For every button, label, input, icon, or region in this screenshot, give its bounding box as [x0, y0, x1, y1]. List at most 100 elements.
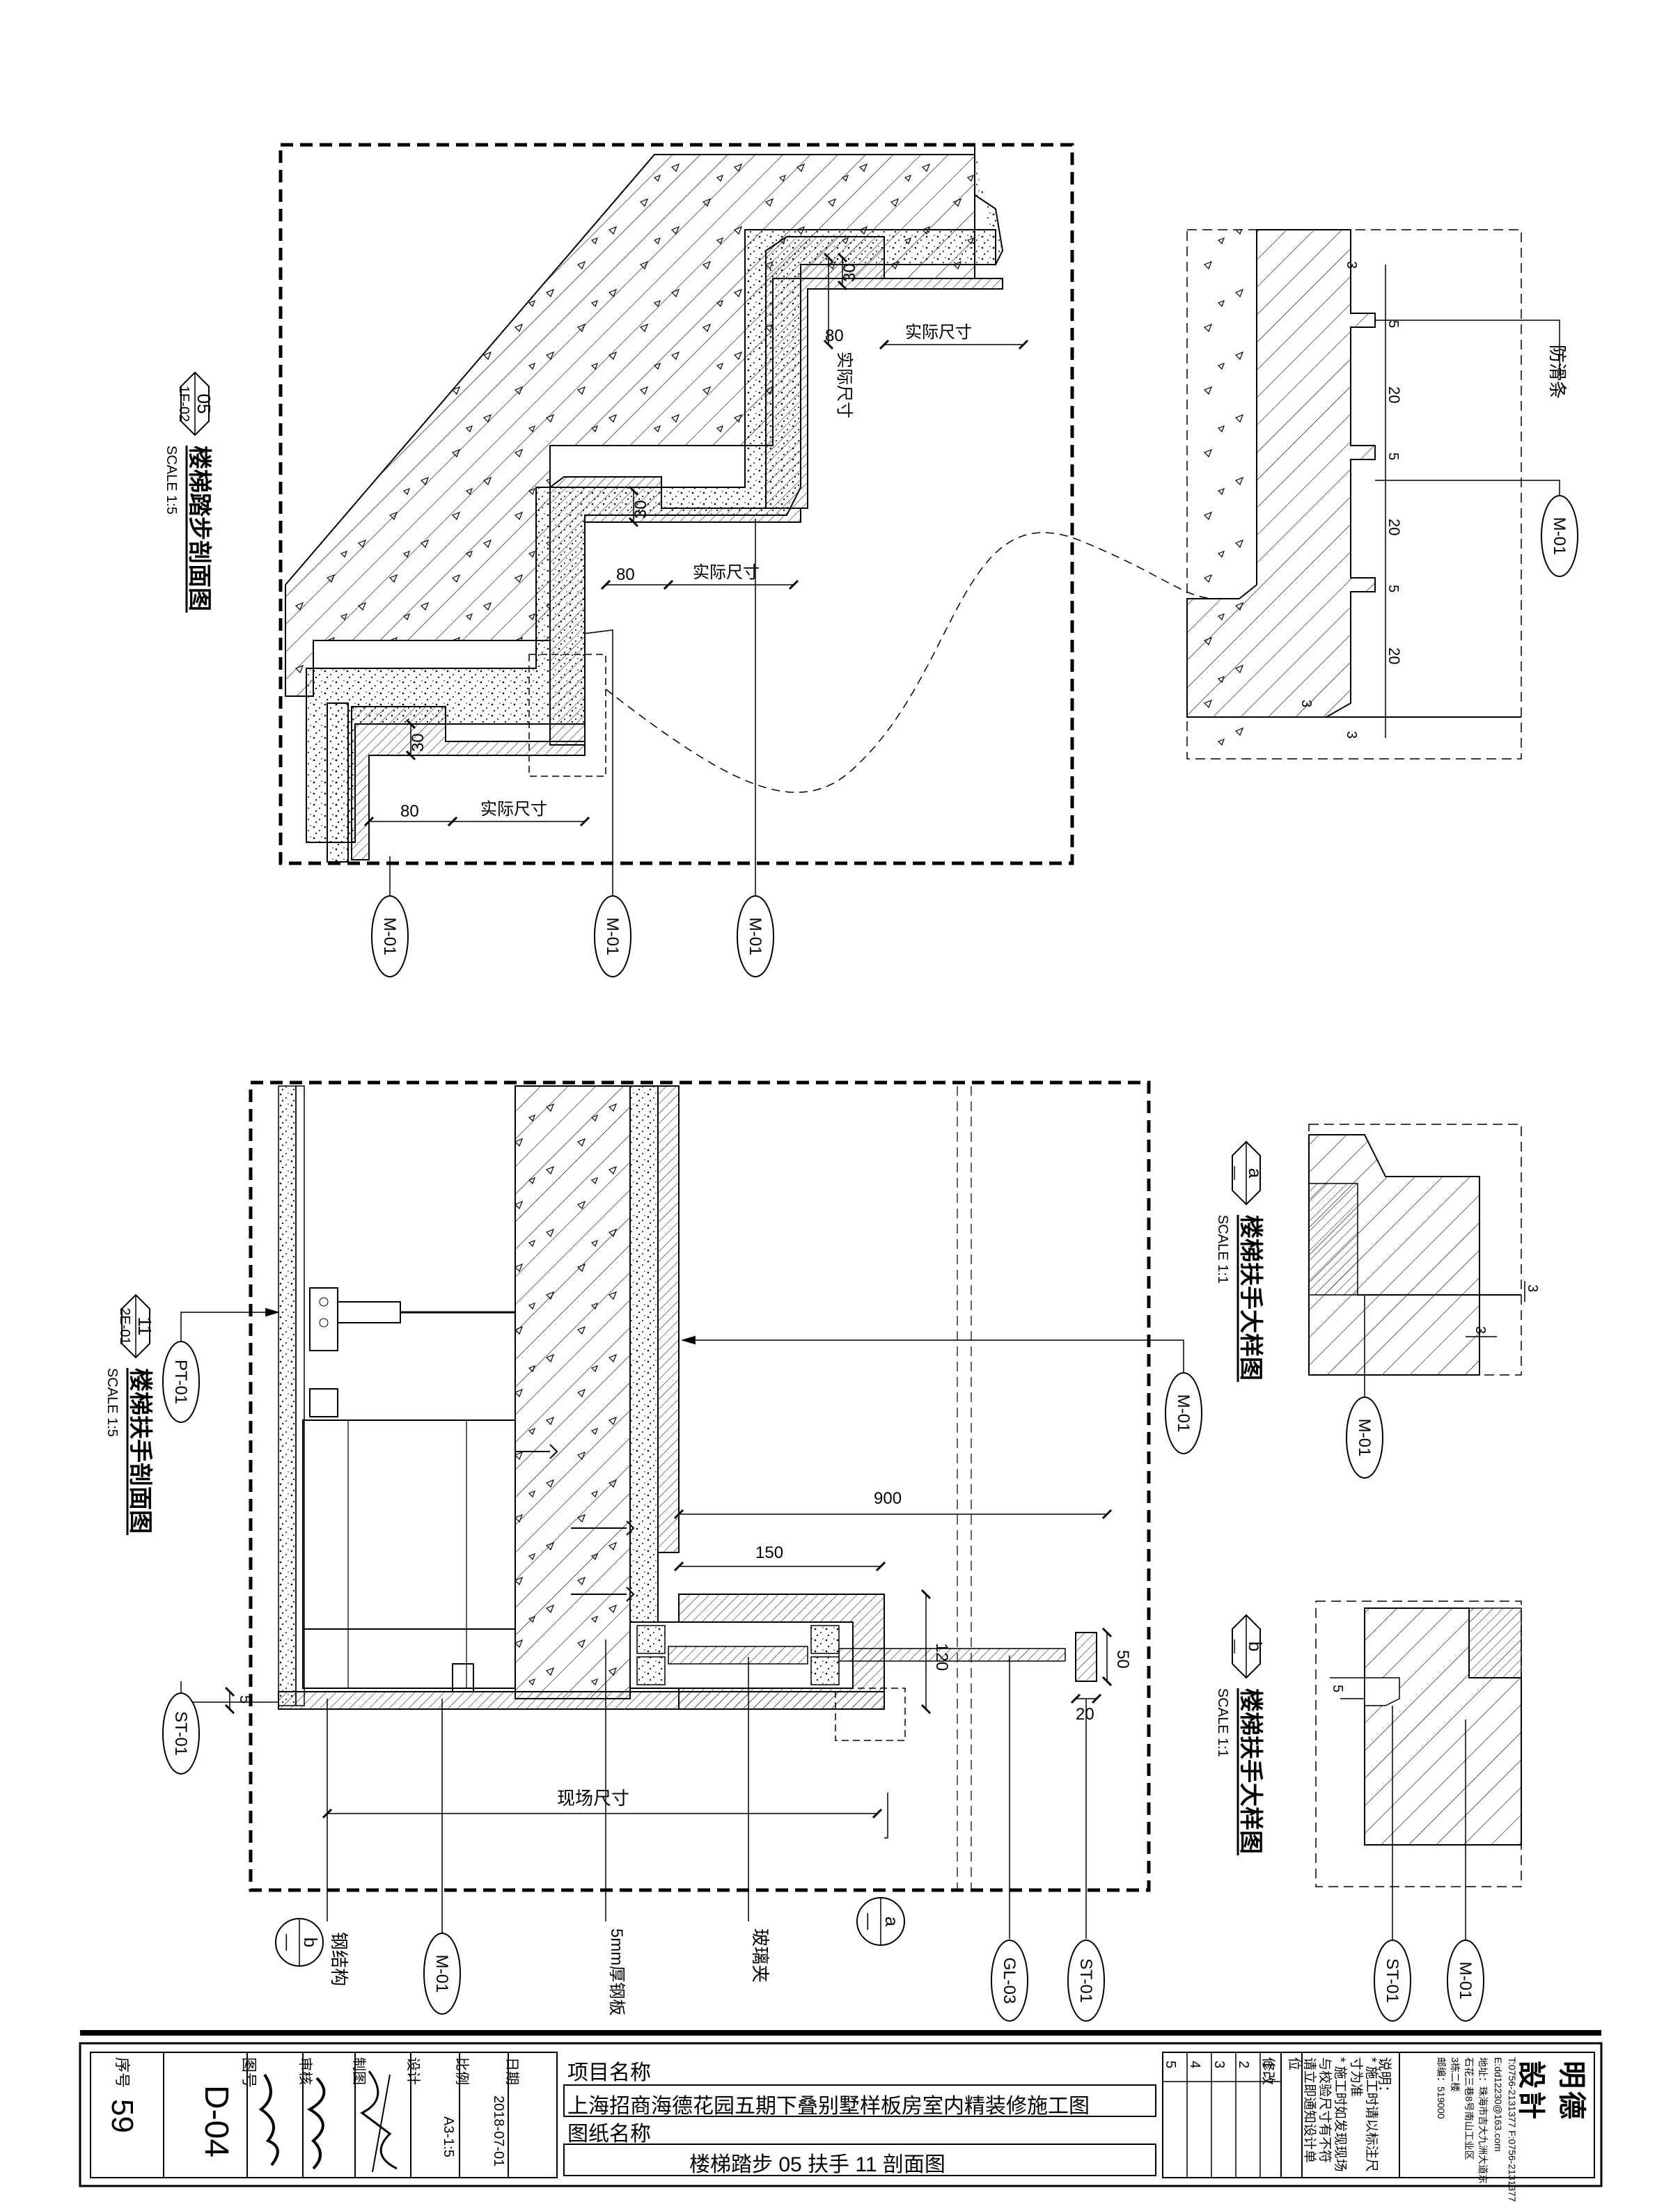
revision-1: 1: [1260, 2061, 1275, 2069]
stone-tread-middle: [549, 476, 801, 746]
detail-11-title-tag: 11 2E-01 楼梯扶手剖面图 SCALE 1:5: [104, 1293, 155, 1535]
svg-text:20: 20: [1385, 386, 1403, 403]
detail-05-frame: [278, 143, 1074, 865]
svg-text:M-01: M-01: [380, 918, 399, 956]
label-glass-clip: 玻璃夹: [750, 1928, 771, 1983]
detail-05-title-tag: 05 1F-02 楼梯踏步剖面图 SCALE 1:5: [164, 371, 214, 613]
svg-text:—: —: [278, 1934, 297, 1951]
dim-actual-lower: 实际尺寸: [480, 800, 547, 819]
revision-5: 5: [1163, 2061, 1178, 2069]
svg-text:3: 3: [1344, 731, 1359, 739]
company-contact-2: E:dd12230@163.com: [1493, 2057, 1504, 2152]
section-marker-a: a —: [856, 1897, 905, 1946]
svg-text:—: —: [1227, 1166, 1243, 1180]
callout-pt01: PT-01: [162, 1341, 200, 1423]
seq-label: 序号: [113, 2057, 131, 2089]
label-steel-structure: 钢结构: [329, 1932, 350, 1986]
company-contact-1: T:0756-2131377 F:0756-2131377: [1507, 2057, 1518, 2202]
svg-text:SCALE 1:5: SCALE 1:5: [164, 446, 179, 514]
dim-30-lower: 30: [409, 733, 427, 752]
dim-actual-middle: 实际尺寸: [693, 563, 760, 582]
date-value: 2018-07-01: [491, 2095, 506, 2167]
sheet-label: 图号: [240, 2057, 258, 2089]
revision-2: 2: [1236, 2061, 1251, 2069]
svg-text:3: 3: [1473, 1326, 1488, 1334]
dim-30-middle: 30: [631, 500, 650, 519]
callout-m01-a: M-01: [371, 895, 409, 977]
svg-text:ST-01: ST-01: [1076, 1958, 1095, 2003]
svg-text:—: —: [1227, 1639, 1243, 1653]
drawing-name: 楼梯踏步 05 扶手 11 剖面图: [689, 2153, 945, 2176]
svg-text:2E-01: 2E-01: [117, 1307, 132, 1344]
svg-text:b: b: [1245, 1642, 1266, 1651]
revision-4: 4: [1187, 2061, 1202, 2069]
title-block: [79, 2030, 1603, 2187]
dim-120: 120: [932, 1643, 951, 1671]
dim-5: 5: [237, 1695, 254, 1704]
dim-80-middle: 80: [616, 565, 635, 584]
dim-80-lower: 80: [400, 802, 419, 821]
svg-text:SCALE 1:1: SCALE 1:1: [1215, 1688, 1230, 1757]
svg-text:20: 20: [1385, 519, 1403, 535]
detail-a: 3 3 M-01 a — 楼梯扶手大样图 SCALE 1:1: [1215, 1124, 1540, 1479]
callout-m01-wall: M-01: [1165, 1372, 1202, 1454]
date-label: 日期: [504, 2057, 519, 2085]
svg-text:M-01: M-01: [603, 918, 622, 956]
svg-text:3: 3: [1298, 700, 1314, 707]
svg-text:11: 11: [134, 1317, 155, 1336]
svg-text:楼梯扶手大样图: 楼梯扶手大样图: [1237, 1688, 1264, 1854]
svg-text:3: 3: [1344, 261, 1359, 269]
review-label: 审核: [297, 2057, 313, 2085]
svg-text:ST-01: ST-01: [171, 1711, 190, 1756]
svg-text:楼梯扶手大样图: 楼梯扶手大样图: [1237, 1215, 1264, 1381]
detail-05-stair-section: 30 80 实际尺寸 实际尺寸 30 80 实际尺寸 30 80 实际尺寸 M-…: [164, 143, 1219, 977]
note-1: * 施工时请以标注尺寸为准: [1349, 2057, 1379, 2172]
note-2: * 施工时如发现现场与校验尺寸有不符请立即通知设计单位: [1287, 2057, 1347, 2172]
svg-text:5: 5: [1385, 320, 1401, 328]
label-steel-plate: 5mm厚钢板: [607, 1928, 626, 2015]
company-contact-4: 石花三巷8号南山工业区: [1463, 2057, 1475, 2160]
svg-text:SCALE 1:1: SCALE 1:1: [1215, 1215, 1230, 1284]
callout-m01-c: M-01: [737, 895, 774, 977]
callout-b-st01: ST-01: [1374, 1940, 1411, 2022]
svg-text:5: 5: [1385, 585, 1401, 592]
svg-text:5: 5: [1330, 1685, 1345, 1692]
svg-text:ST-01: ST-01: [1383, 1958, 1402, 2003]
svg-text:PT-01: PT-01: [171, 1360, 190, 1404]
dim-50: 50: [1113, 1650, 1132, 1669]
company-contact-6: 邮编：519000: [1436, 2057, 1447, 2119]
detail-b-title-tag: b — 楼梯扶手大样图 SCALE 1:1: [1215, 1614, 1266, 1855]
detail-11-frame: [249, 1080, 1151, 1892]
callout-b-m01: M-01: [1447, 1940, 1484, 2022]
svg-text:M-01: M-01: [746, 918, 764, 956]
svg-text:a: a: [881, 1917, 902, 1927]
sheet-number: D-04: [198, 2085, 235, 2158]
scale-label: 比例: [454, 2057, 469, 2085]
notes-label: 说明：: [1376, 2057, 1392, 2099]
callout-m01-b: M-01: [594, 895, 631, 977]
design-label: 设计: [405, 2057, 421, 2085]
svg-text:20: 20: [1385, 647, 1403, 664]
seq-number: 59: [105, 2099, 139, 2133]
svg-text:M-01: M-01: [1355, 1419, 1374, 1457]
draw-label: 制图: [351, 2057, 366, 2085]
drawing-name-label: 图纸名称: [567, 2123, 651, 2146]
svg-text:5: 5: [1385, 453, 1401, 460]
svg-text:楼梯扶手剖面图: 楼梯扶手剖面图: [127, 1368, 153, 1534]
dim-30-upper: 30: [840, 263, 859, 282]
detail-11-handrail-section: 900 150 120 50 20 5 现场尺寸 PT-01 M-01: [104, 1080, 1202, 2022]
svg-text:M-01: M-01: [432, 1955, 451, 1993]
svg-text:3: 3: [1525, 1284, 1540, 1292]
dim-site: 现场尺寸: [557, 1788, 629, 1809]
dim-900: 900: [874, 1489, 902, 1508]
anti-slip-label: 防滑条: [1547, 345, 1568, 399]
dim-80-upper: 80: [825, 327, 844, 345]
dim-actual-upper-h: 实际尺寸: [905, 323, 972, 342]
dim-20: 20: [1076, 1705, 1094, 1724]
dim-actual-upper-v: 实际尺寸: [835, 352, 854, 418]
callout-a-m01: M-01: [1346, 1397, 1383, 1479]
anti-slip-detail: 3 5 20 5 20 5 20 3 3 防滑条 M-01: [1186, 229, 1578, 760]
company-contact-5: 3栋二楼: [1450, 2057, 1461, 2092]
svg-text:M-01: M-01: [1456, 1962, 1475, 2000]
